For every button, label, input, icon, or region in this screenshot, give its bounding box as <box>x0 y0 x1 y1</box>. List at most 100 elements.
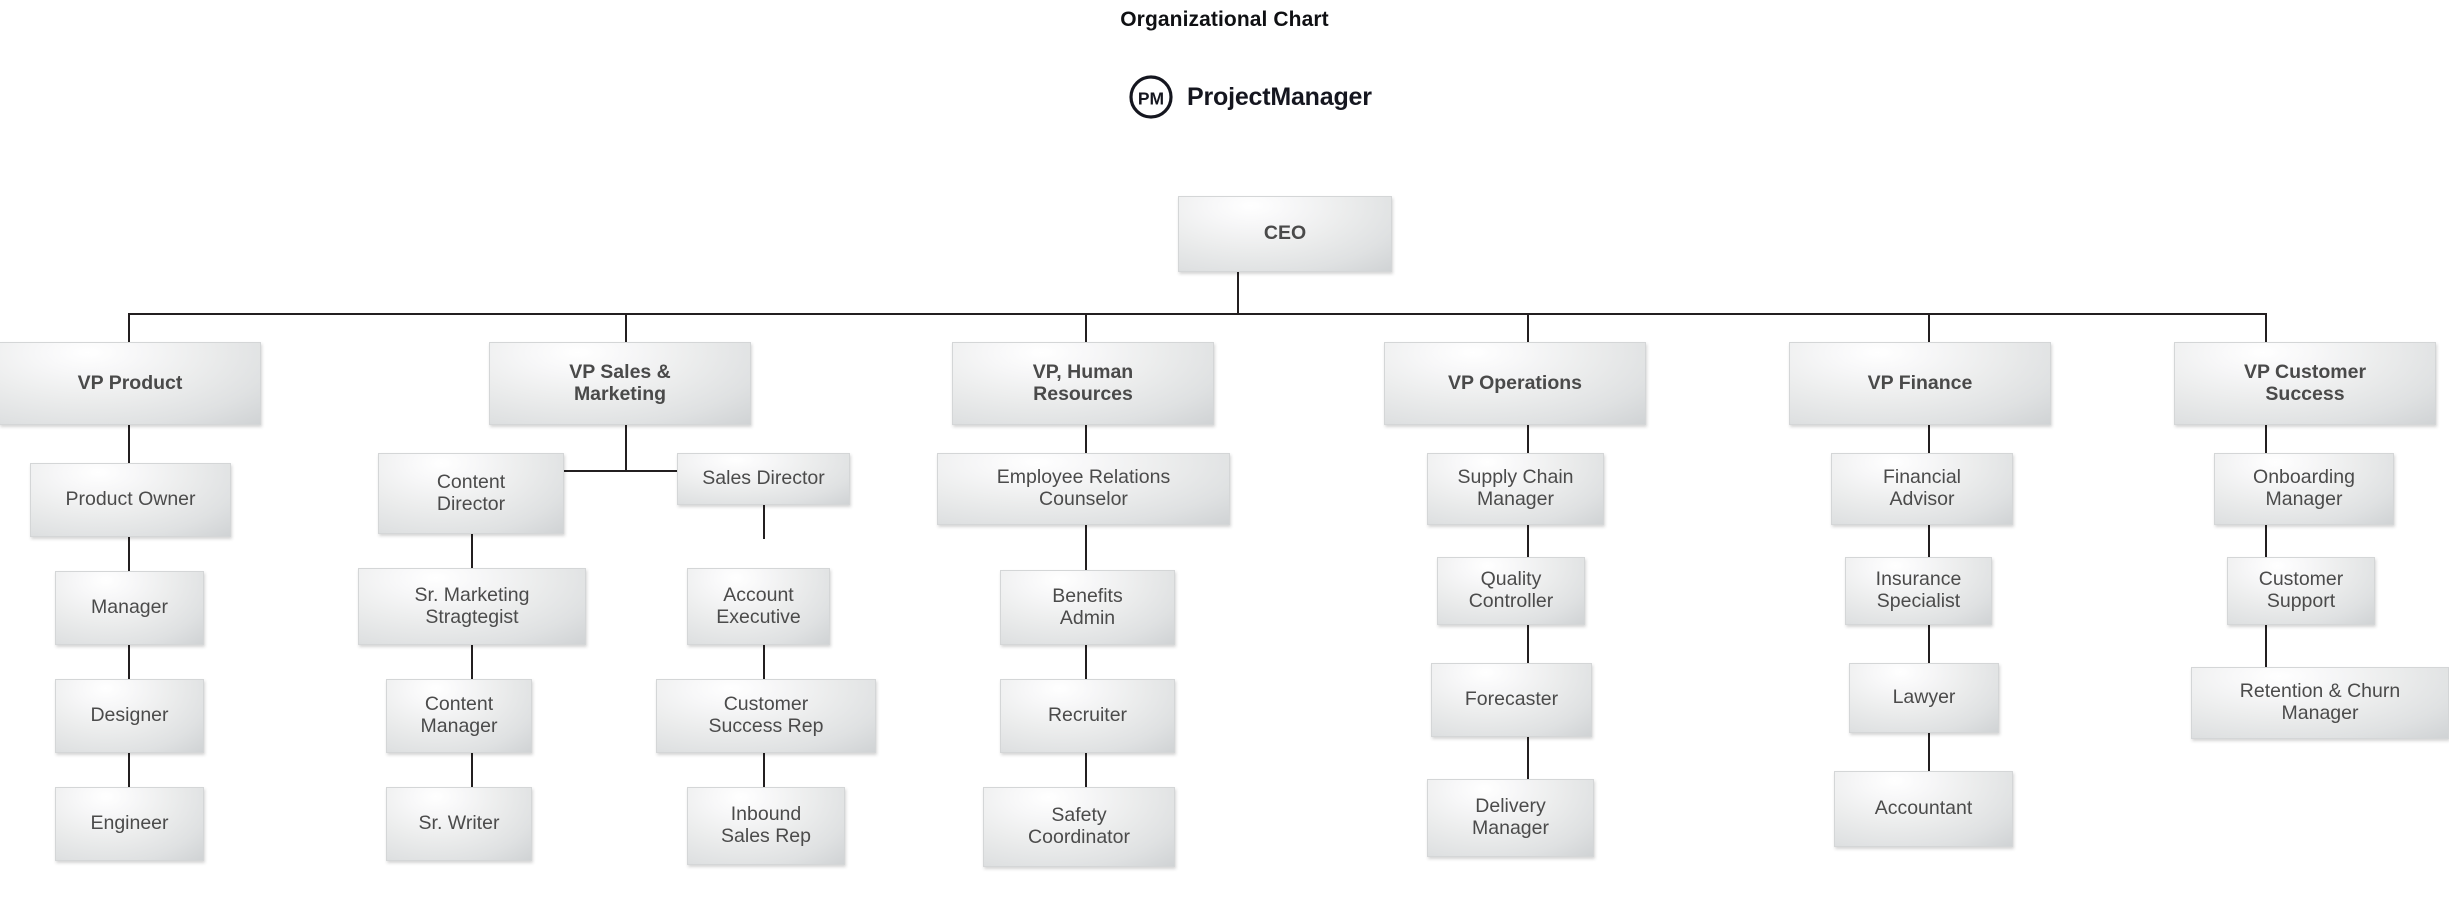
connector-benefitsadmin-recruiter <box>1085 645 1087 679</box>
node-lawyer[interactable]: Lawyer <box>1849 663 1999 733</box>
node-vp-human-resources-line1: VP, Human <box>1032 360 1134 383</box>
node-quality-controller[interactable]: Quality Controller <box>1437 557 1585 625</box>
connector-salesdirector-accountexec <box>763 505 765 539</box>
connector-ceo-stem <box>1237 272 1239 314</box>
node-forecaster[interactable]: Forecaster <box>1431 663 1592 737</box>
node-sr-writer-line1: Sr. Writer <box>418 812 500 835</box>
node-inbound-sales-rep[interactable]: Inbound Sales Rep <box>687 787 845 865</box>
node-customer-success-rep[interactable]: Customer Success Rep <box>656 679 876 753</box>
node-vp-finance-line1: VP Finance <box>1867 371 1973 394</box>
node-delivery-manager-line2: Manager <box>1472 817 1549 839</box>
connector-productowner-manager <box>128 537 130 571</box>
node-vp-operations[interactable]: VP Operations <box>1384 342 1646 425</box>
node-engineer[interactable]: Engineer <box>55 787 204 861</box>
node-retention-churn-manager[interactable]: Retention & Churn Manager <box>2191 667 2449 739</box>
node-employee-relations-counselor-line1: Employee Relations <box>996 466 1171 489</box>
connector-designer-engineer <box>128 753 130 787</box>
node-sr-marketing-stragtegist-line1: Sr. Marketing <box>414 583 530 606</box>
node-onboarding-manager[interactable]: Onboarding Manager <box>2214 453 2394 525</box>
node-manager[interactable]: Manager <box>55 571 204 645</box>
node-quality-controller-line1: Quality <box>1480 568 1542 591</box>
connector-bus-drop-customer-success <box>2265 313 2267 343</box>
connector-accountexec-customersuccessrep <box>763 645 765 679</box>
node-onboarding-manager-line1: Onboarding <box>2253 466 2355 489</box>
node-safety-coordinator[interactable]: Safety Coordinator <box>983 787 1175 867</box>
connector-vpoperations-supplychain <box>1527 425 1529 453</box>
node-accountant[interactable]: Accountant <box>1834 771 2013 847</box>
connector-vpcustomersuccess-onboarding <box>2265 425 2267 453</box>
node-lawyer-line1: Lawyer <box>1892 686 1956 709</box>
node-forecaster-line1: Forecaster <box>1464 688 1559 711</box>
node-vp-sales-marketing-line2: Marketing <box>573 382 667 405</box>
node-delivery-manager-line1: Delivery <box>1475 795 1546 818</box>
node-retention-churn-manager-line1: Retention & Churn <box>2239 680 2401 703</box>
node-customer-support-line1: Customer <box>2258 568 2344 591</box>
connector-vpsales-stem <box>625 425 627 470</box>
node-content-director-line2: Director <box>436 492 506 515</box>
node-vp-customer-success-line1: VP Customer <box>2243 360 2367 383</box>
node-ceo-line1: CEO <box>1263 222 1307 245</box>
node-employee-relations-counselor[interactable]: Employee Relations Counselor <box>937 453 1230 525</box>
node-employee-relations-counselor-line2: Counselor <box>1039 488 1128 510</box>
node-insurance-specialist[interactable]: Insurance Specialist <box>1845 557 1992 625</box>
connector-customersuccessrep-inboundsalesrep <box>763 753 765 787</box>
node-safety-coordinator-line1: Safety <box>1051 804 1107 827</box>
connector-srmarketing-contentmanager <box>471 645 473 679</box>
node-content-director[interactable]: Content Director <box>378 453 564 534</box>
node-sales-director[interactable]: Sales Director <box>677 453 850 505</box>
node-vp-sales-marketing[interactable]: VP Sales & Marketing <box>489 342 751 425</box>
connector-sales-branch-bar <box>495 470 678 472</box>
node-benefits-admin[interactable]: Benefits Admin <box>1000 570 1175 645</box>
connector-onboarding-customersupport <box>2265 525 2267 557</box>
node-designer[interactable]: Designer <box>55 679 204 753</box>
connector-financialadvisor-insurancespecialist <box>1928 525 1930 557</box>
node-inbound-sales-rep-line2: Sales Rep <box>721 825 811 847</box>
node-sr-writer[interactable]: Sr. Writer <box>386 787 532 861</box>
node-content-director-line1: Content <box>436 470 506 493</box>
node-vp-human-resources-line2: Resources <box>1033 382 1133 405</box>
connector-bus-drop-sales <box>625 313 627 343</box>
page-title: Organizational Chart <box>1120 8 1329 31</box>
connector-forecaster-deliverymanager <box>1527 737 1529 779</box>
node-vp-customer-success-line2: Success <box>2265 382 2345 405</box>
connector-vphr-employeerelations <box>1085 425 1087 453</box>
connector-vpproduct-productowner <box>128 425 130 463</box>
brand-name: ProjectManager <box>1187 82 1372 111</box>
connector-recruiter-safetycoordinator <box>1085 753 1087 787</box>
node-customer-support[interactable]: Customer Support <box>2227 557 2375 625</box>
node-accountant-line1: Accountant <box>1874 797 1973 820</box>
connector-bus-drop-operations <box>1527 313 1529 343</box>
node-retention-churn-manager-line2: Manager <box>2281 702 2359 724</box>
connector-qualitycontroller-forecaster <box>1527 625 1529 663</box>
node-account-executive[interactable]: Account Executive <box>687 568 830 645</box>
node-content-manager-line2: Manager <box>420 715 498 737</box>
node-recruiter[interactable]: Recruiter <box>1000 679 1175 753</box>
node-manager-line1: Manager <box>91 596 168 619</box>
connector-bus-drop-finance <box>1928 313 1930 343</box>
node-financial-advisor[interactable]: Financial Advisor <box>1831 453 2013 525</box>
node-insurance-specialist-line2: Specialist <box>1876 590 1961 612</box>
node-vp-finance[interactable]: VP Finance <box>1789 342 2051 425</box>
connector-bus-drop-product <box>128 313 130 343</box>
node-content-manager-line1: Content <box>424 693 494 716</box>
node-supply-chain-manager[interactable]: Supply Chain Manager <box>1427 453 1604 525</box>
node-sales-director-line1: Sales Director <box>702 467 825 490</box>
brand-lockup: PM ProjectManager <box>1128 74 1372 120</box>
connector-lawyer-accountant <box>1928 733 1930 771</box>
node-financial-advisor-line1: Financial <box>1882 466 1962 489</box>
node-customer-support-line2: Support <box>2266 590 2336 612</box>
node-sr-marketing-stragtegist[interactable]: Sr. Marketing Stragtegist <box>358 568 586 645</box>
connector-bus-drop-hr <box>1085 313 1087 343</box>
connector-manager-designer <box>128 645 130 679</box>
node-product-owner[interactable]: Product Owner <box>30 463 231 537</box>
node-vp-human-resources[interactable]: VP, Human Resources <box>952 342 1214 425</box>
node-content-manager[interactable]: Content Manager <box>386 679 532 753</box>
node-delivery-manager[interactable]: Delivery Manager <box>1427 779 1594 857</box>
node-ceo[interactable]: CEO <box>1178 196 1392 272</box>
node-account-executive-line1: Account <box>723 583 794 606</box>
node-supply-chain-manager-line2: Manager <box>1477 488 1554 510</box>
node-vp-customer-success[interactable]: VP Customer Success <box>2174 342 2436 425</box>
node-vp-product[interactable]: VP Product <box>0 342 261 425</box>
connector-employeerelations-benefitsadmin <box>1085 525 1087 570</box>
